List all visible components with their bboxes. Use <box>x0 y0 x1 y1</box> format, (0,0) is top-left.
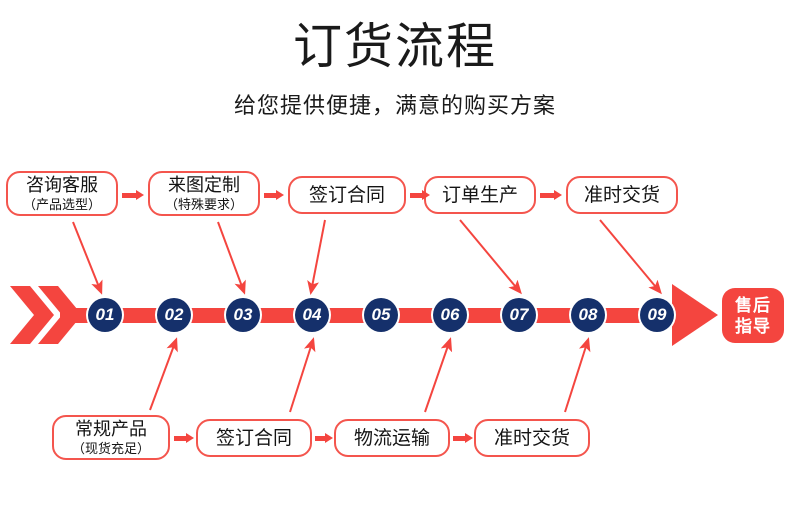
connector-top-9 <box>599 219 662 295</box>
timeline-node-01[interactable]: 01 <box>88 298 122 332</box>
timeline-node-09-label: 09 <box>647 305 667 324</box>
bottom-step-3-line1: 物流运输 <box>353 427 430 449</box>
top-step-1-line2: （产品选型） <box>22 196 101 212</box>
chevron-double-right-icon <box>10 286 82 344</box>
bottom-step-3[interactable]: 物流运输 <box>334 419 450 457</box>
top-step-3[interactable]: 签订合同 <box>288 176 406 214</box>
top-step-1[interactable]: 咨询客服 （产品选型） <box>6 171 118 216</box>
connector-top-5 <box>307 219 326 295</box>
timeline-node-02-label: 02 <box>164 305 184 324</box>
top-step-4[interactable]: 订单生产 <box>424 176 536 214</box>
connector-bottom-8 <box>564 337 591 413</box>
bottom-step-2-line1: 签订合同 <box>215 427 292 449</box>
top-step-5-line1: 准时交货 <box>583 184 660 206</box>
timeline-end-arrowhead <box>672 284 718 346</box>
bottom-step-1-line1: 常规产品 <box>75 418 147 439</box>
bottom-step-1-line2: （现货充足） <box>71 440 150 456</box>
connector-top-1 <box>72 221 103 295</box>
after-sales-badge-line2: 指导 <box>735 316 771 336</box>
bottom-connector-arrow-1 <box>174 433 194 443</box>
timeline-node-05-label: 05 <box>371 305 391 324</box>
timeline-node-01-label: 01 <box>95 305 115 324</box>
top-step-4-line1: 订单生产 <box>441 184 518 206</box>
top-connector-arrow-3 <box>410 190 430 200</box>
timeline-node-08-label: 08 <box>578 305 598 324</box>
page-title: 订货流程 <box>292 20 497 74</box>
timeline-node-05[interactable]: 05 <box>364 298 398 332</box>
bottom-step-4-line1: 准时交货 <box>493 427 570 449</box>
bottom-step-1[interactable]: 常规产品 （现货充足） <box>52 415 170 460</box>
bottom-step-4[interactable]: 准时交货 <box>474 419 590 457</box>
timeline-node-04-label: 04 <box>302 305 322 324</box>
bottom-connector-arrow-3 <box>453 433 473 443</box>
after-sales-badge[interactable]: 售后 指导 <box>722 288 784 343</box>
timeline-node-09[interactable]: 09 <box>640 298 674 332</box>
bottom-connector-arrow-2 <box>315 433 333 443</box>
timeline-node-02[interactable]: 02 <box>157 298 191 332</box>
top-step-5[interactable]: 准时交货 <box>566 176 678 214</box>
connector-bottom-6 <box>424 337 453 413</box>
timeline-start-chevrons <box>8 284 93 346</box>
timeline-node-08[interactable]: 08 <box>571 298 605 332</box>
after-sales-badge-line1: 售后 <box>735 295 771 315</box>
timeline-node-07-label: 07 <box>509 305 529 324</box>
connector-top-7 <box>459 219 522 295</box>
connector-top-3 <box>217 221 246 295</box>
connector-bottom-4 <box>289 337 316 413</box>
top-step-2-line2: （特殊要求） <box>164 196 243 212</box>
top-step-3-line1: 签订合同 <box>308 184 385 206</box>
timeline-node-06[interactable]: 06 <box>433 298 467 332</box>
top-connector-arrow-4 <box>540 190 562 200</box>
page-subtitle: 给您提供便捷，满意的购买方案 <box>233 93 556 118</box>
timeline-node-04[interactable]: 04 <box>295 298 329 332</box>
timeline-node-06-label: 06 <box>440 305 460 324</box>
top-connector-arrow-1 <box>122 190 144 200</box>
bottom-step-2[interactable]: 签订合同 <box>196 419 312 457</box>
timeline-node-07[interactable]: 07 <box>502 298 536 332</box>
top-step-2[interactable]: 来图定制 （特殊要求） <box>148 171 260 216</box>
top-connector-arrow-2 <box>264 190 284 200</box>
timeline-node-03-label: 03 <box>233 305 253 324</box>
top-step-2-line1: 来图定制 <box>168 174 240 195</box>
timeline-node-03[interactable]: 03 <box>226 298 260 332</box>
top-step-1-line1: 咨询客服 <box>26 174 98 195</box>
connector-bottom-2 <box>149 337 178 411</box>
